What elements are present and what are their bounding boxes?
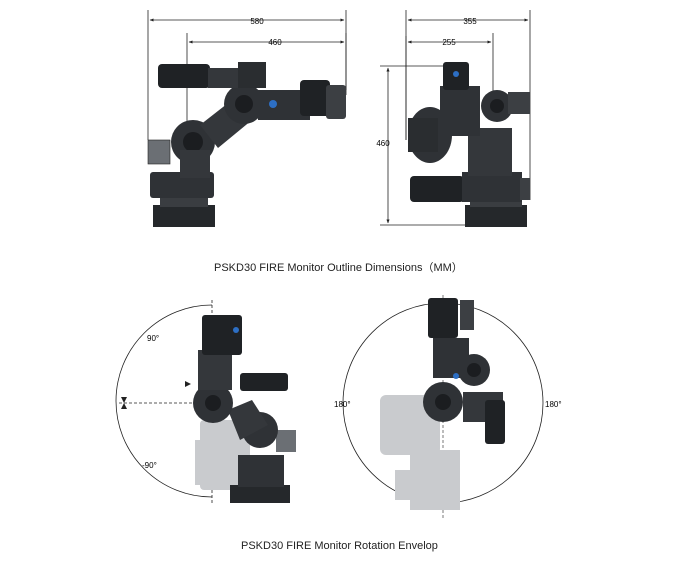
- pivot-marker: [185, 381, 191, 387]
- monitor-side-silhouette: [147, 62, 346, 227]
- angle-left-label: 180°: [334, 400, 351, 409]
- horizontal-rotation-drawing: 180° 180°: [334, 295, 562, 520]
- front-view-drawing: 355 255 460: [376, 10, 531, 227]
- dim-255-label: 255: [442, 38, 456, 47]
- angle-upper-label: 90°: [147, 334, 159, 343]
- angle-right-label: 180°: [545, 400, 562, 409]
- dim-height-label: 460: [376, 139, 390, 148]
- monitor-ghost-lower: [195, 420, 250, 490]
- dimension-255: [405, 33, 494, 140]
- dim-580-label: 580: [250, 17, 264, 26]
- dim-460-label: 460: [268, 38, 282, 47]
- side-view-drawing: 580 460: [147, 10, 347, 227]
- angle-lower-label: -90°: [142, 461, 157, 470]
- monitor-horizontal-silhouette: [423, 298, 505, 444]
- monitor-front-silhouette: [408, 62, 530, 227]
- rotation-caption: PSKD30 FIRE Monitor Rotation Envelop: [241, 540, 438, 552]
- dim-355-label: 355: [463, 17, 477, 26]
- outline-caption: PSKD30 FIRE Monitor Outline Dimensions（M…: [214, 262, 463, 274]
- vertical-rotation-drawing: 90° -90°: [115, 300, 296, 505]
- monitor-vertical-silhouette: [193, 315, 296, 503]
